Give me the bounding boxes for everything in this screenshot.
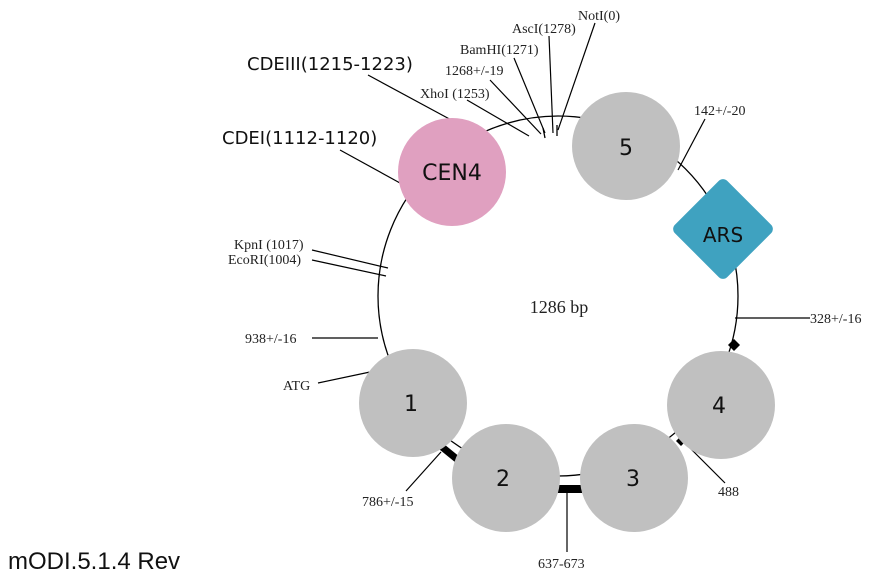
leader-cdeiii (367, 74, 456, 123)
leader-noti (557, 22, 596, 131)
site-kpni-label: KpnI (1017) (234, 238, 304, 253)
ars-diamond (673, 179, 773, 279)
site-xhoi-label: XhoI (1253) (420, 87, 490, 102)
gene-4-label: 4 (712, 394, 726, 419)
site-bamhi-label: BamHI(1271) (460, 43, 539, 58)
site-328-label: 328+/-16 (810, 312, 861, 327)
site-atg-label: ATG (283, 379, 310, 394)
leader-1268 (489, 79, 542, 135)
figure-caption: mODI.5.1.4 Rev (8, 548, 181, 575)
segment-786 (439, 444, 461, 463)
cen4-label: CEN4 (422, 161, 482, 186)
gene-5-label: 5 (619, 136, 633, 161)
leader-142 (677, 118, 706, 171)
gene-2-circle (452, 424, 560, 532)
site-637-label: 637-673 (538, 557, 585, 572)
cen4-circle (398, 118, 506, 226)
plasmid-size-label: 1286 bp (530, 297, 589, 317)
site-noti-label: NotI(0) (578, 9, 620, 24)
site-asci-label: AscI(1278) (512, 22, 576, 37)
leader-kpni (311, 249, 389, 269)
leader-ecori (311, 259, 387, 277)
gene-3-circle (580, 424, 688, 532)
gene-1-label: 1 (404, 392, 418, 417)
site-ecori-label: EcoRI(1004) (228, 253, 301, 268)
marker-328 (728, 339, 740, 351)
leader-786 (405, 451, 442, 492)
site-cdeiii-label: CDEIII(1215-1223) (247, 54, 413, 75)
leader-xhoi (466, 99, 530, 137)
leader-cdei (339, 149, 401, 184)
gene-3-label: 3 (626, 467, 640, 492)
site-1268-label: 1268+/-19 (445, 64, 503, 79)
leader-bamhi (513, 57, 546, 134)
gene-1-circle (359, 349, 467, 457)
site-cdei-label: CDEI(1112-1120) (222, 128, 377, 149)
gene-5-circle (572, 92, 680, 200)
site-786-label: 786+/-15 (362, 495, 413, 510)
site-488-label: 488 (718, 485, 739, 500)
site-938-label: 938+/-16 (245, 332, 296, 347)
ars-label: ARS (703, 223, 743, 247)
gene-2-label: 2 (496, 467, 510, 492)
gene-4-circle (667, 351, 775, 459)
site-142-label: 142+/-20 (694, 104, 745, 119)
leader-asci (548, 35, 554, 134)
leader-atg (317, 371, 371, 384)
